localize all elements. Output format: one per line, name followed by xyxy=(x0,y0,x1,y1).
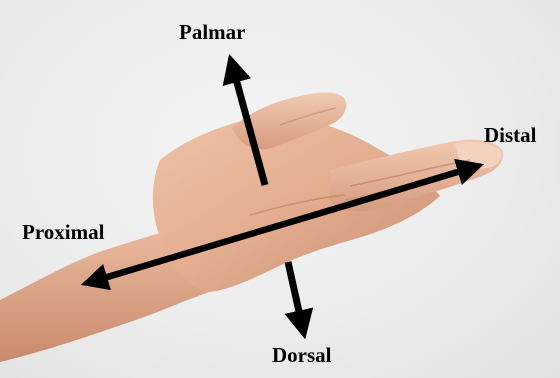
distal-label: Distal xyxy=(484,125,537,146)
palm xyxy=(153,117,440,292)
dorsal-label: Dorsal xyxy=(272,345,332,366)
dorsal-arrow xyxy=(288,262,302,325)
proximal-label: Proximal xyxy=(22,222,104,243)
palmar-label: Palmar xyxy=(179,22,245,43)
